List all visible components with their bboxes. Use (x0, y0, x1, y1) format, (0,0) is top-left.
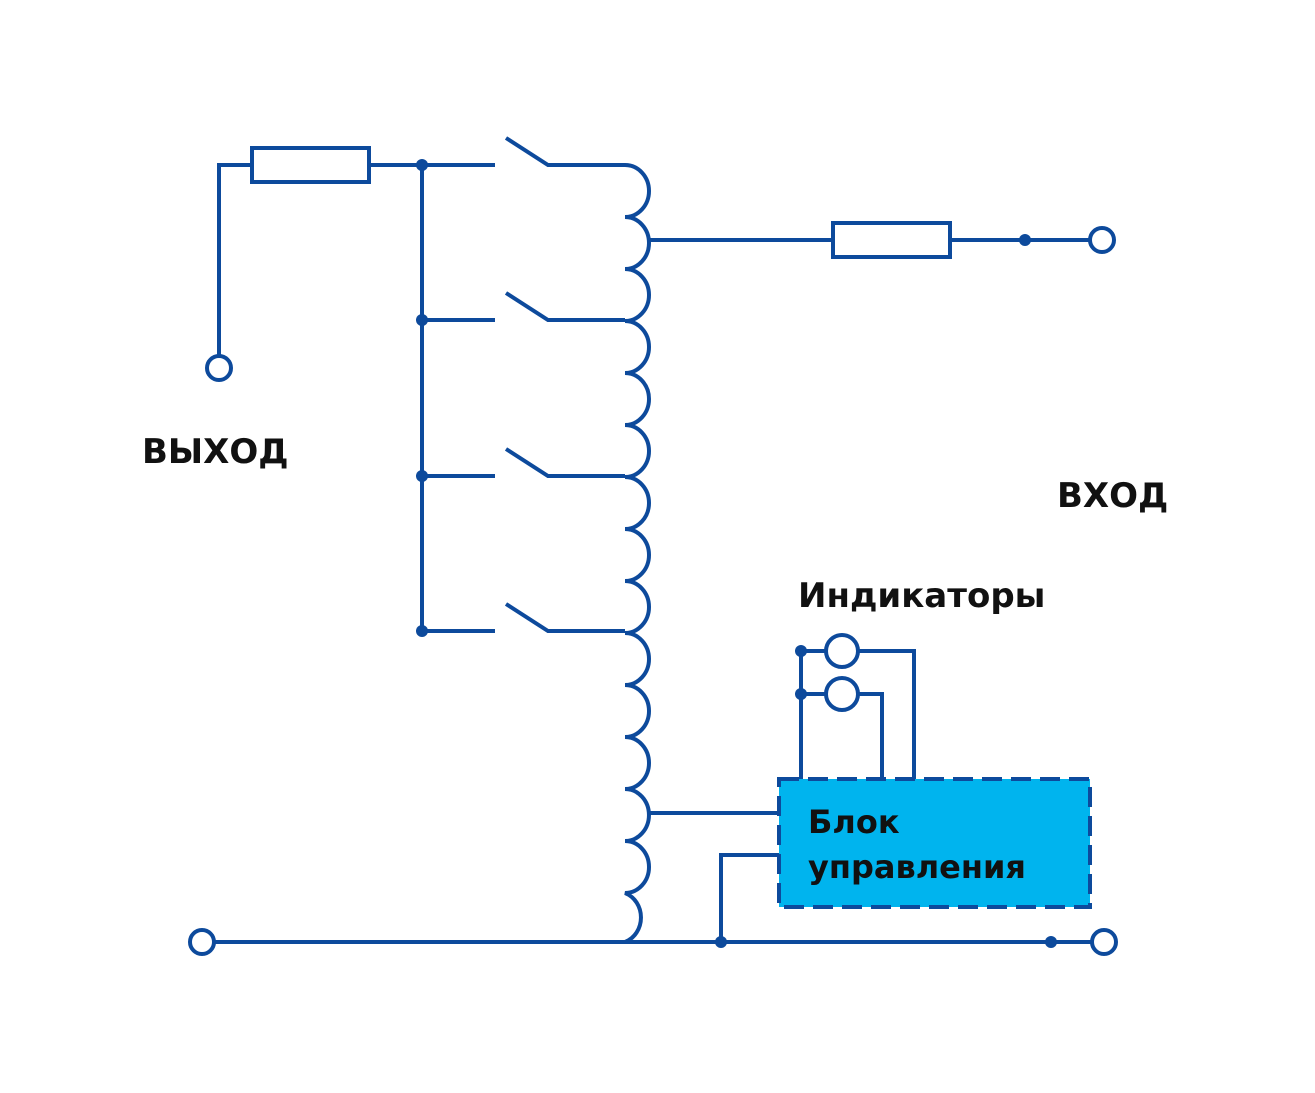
indicator-1-right-wire (858, 649, 916, 779)
output-fuse (250, 146, 371, 184)
input-terminal-top (1088, 226, 1116, 254)
input-fuse (831, 221, 952, 259)
indicator-common-wire (799, 649, 826, 779)
junction-dot (795, 688, 807, 700)
junction-dot (416, 314, 428, 326)
junction-dot (1019, 234, 1031, 246)
control-block (777, 777, 1092, 909)
output-terminal-top (205, 354, 233, 382)
indicator-lamp-1 (824, 633, 860, 669)
junction-dot (416, 159, 428, 171)
control-block-label-line2: управления (808, 848, 1026, 886)
junction-dot (416, 470, 428, 482)
neutral-to-block-wire (719, 853, 779, 942)
relay-switch-1 (504, 136, 625, 167)
junction-dot (1045, 936, 1057, 948)
input-label: ВХОД (1057, 476, 1168, 516)
autotransformer-winding (624, 163, 651, 944)
indicator-lamp-2 (824, 676, 860, 712)
junction-dot (416, 625, 428, 637)
indicators-label: Индикаторы (798, 576, 1045, 616)
relay-switch-3 (504, 447, 625, 478)
control-block-label-line1: Блок (808, 803, 900, 841)
junction-dot (795, 645, 807, 657)
relay-switch-2 (504, 291, 625, 322)
relay-switch-4 (504, 602, 625, 633)
input-terminal-bottom (1090, 928, 1118, 956)
output-label: ВЫХОД (142, 432, 289, 472)
output-top-wire (217, 163, 252, 355)
output-terminal-bottom (188, 928, 216, 956)
indicator-2-right-wire (858, 692, 884, 779)
